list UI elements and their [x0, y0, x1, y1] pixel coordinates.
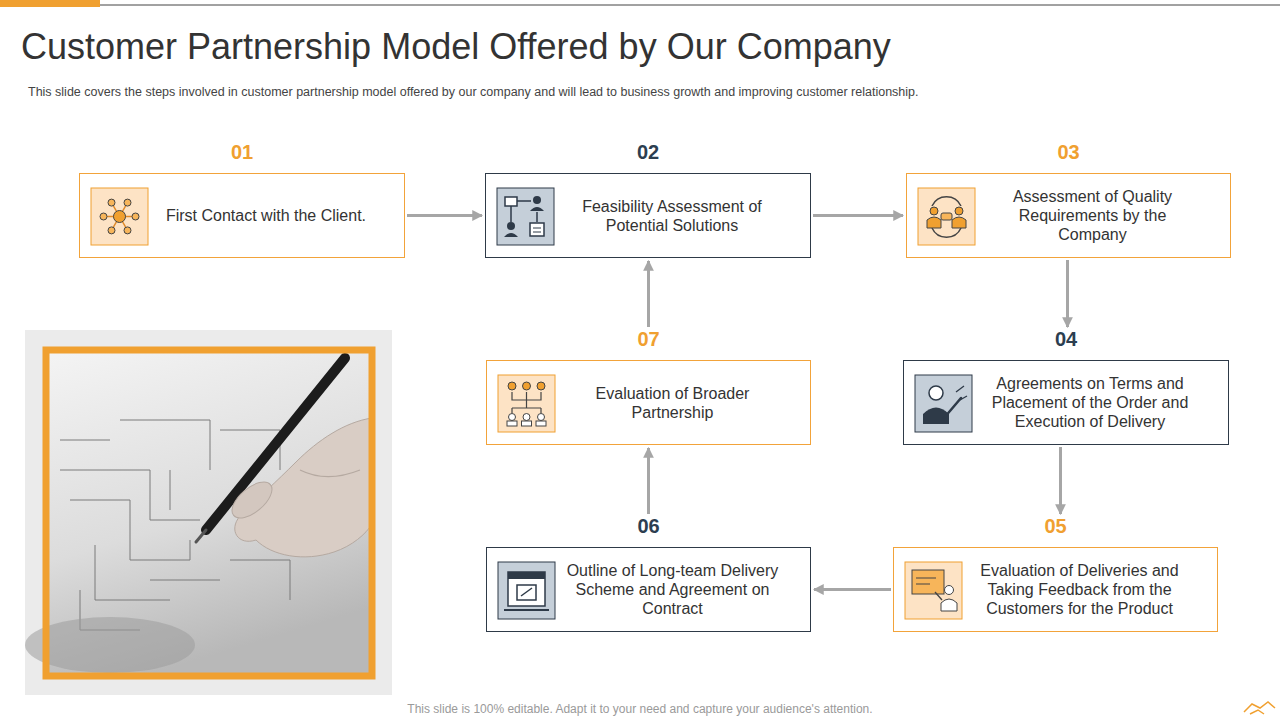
step-number: 05 [893, 511, 1218, 547]
process-step: 01First Contact with the Client. [79, 137, 405, 258]
process-step: 06Outline of Long-team Delivery Scheme a… [486, 511, 811, 632]
step-number: 01 [79, 137, 405, 173]
step-number: 07 [486, 324, 811, 360]
step-text: Evaluation of Broader Partnership [563, 384, 782, 422]
step-text: Assessment of Quality Requirements by th… [983, 187, 1202, 244]
signing-person-icon [915, 375, 972, 432]
step-text: Feasibility Assessment of Potential Solu… [562, 197, 782, 235]
hub-icon [91, 188, 148, 245]
process-step: 05Evaluation of Deliveries and Taking Fe… [893, 511, 1218, 632]
step-number: 06 [486, 511, 811, 547]
step-text: Outline of Long-team Delivery Scheme and… [563, 561, 782, 618]
flowchart-icon [497, 188, 554, 245]
step-box: First Contact with the Client. [79, 173, 405, 258]
flow-arrow [647, 448, 650, 514]
flow-arrow [814, 588, 891, 591]
flow-arrow [813, 214, 903, 217]
step-box: Evaluation of Broader Partnership [486, 360, 811, 445]
slide-title: Customer Partnership Model Offered by Ou… [21, 26, 891, 68]
step-text: Evaluation of Deliveries and Taking Feed… [970, 561, 1189, 618]
step-box: Evaluation of Deliveries and Taking Feed… [893, 547, 1218, 632]
flow-arrow [407, 214, 482, 217]
photo-illustration [25, 330, 392, 695]
step-number: 04 [903, 324, 1229, 360]
step-box: Agreements on Terms and Placement of the… [903, 360, 1229, 445]
top-rule [100, 5, 1280, 6]
presentation-icon [905, 562, 962, 619]
step-text: Agreements on Terms and Placement of the… [980, 374, 1200, 431]
step-text: First Contact with the Client. [166, 206, 366, 225]
flow-arrow [647, 261, 650, 327]
step-box: Feasibility Assessment of Potential Solu… [485, 173, 811, 258]
step-number: 02 [485, 137, 811, 173]
step-number: 03 [906, 137, 1231, 173]
org-chart-icon [498, 375, 555, 432]
handshake-logo [1244, 702, 1275, 714]
people-cycle-icon [918, 188, 975, 245]
process-step: 04Agreements on Terms and Placement of t… [903, 324, 1229, 445]
step-box: Outline of Long-team Delivery Scheme and… [486, 547, 811, 632]
process-step: 07Evaluation of Broader Partnership [486, 324, 811, 445]
window-icon [498, 562, 555, 619]
subtitle: This slide covers the steps involved in … [28, 85, 1258, 99]
flow-arrow [1059, 447, 1062, 514]
step-box: Assessment of Quality Requirements by th… [906, 173, 1231, 258]
accent-bar [0, 0, 100, 7]
process-step: 03Assessment of Quality Requirements by … [906, 137, 1231, 258]
process-step: 02Feasibility Assessment of Potential So… [485, 137, 811, 258]
footer-note: This slide is 100% editable. Adapt it to… [0, 702, 1280, 716]
flow-arrow [1066, 260, 1069, 327]
